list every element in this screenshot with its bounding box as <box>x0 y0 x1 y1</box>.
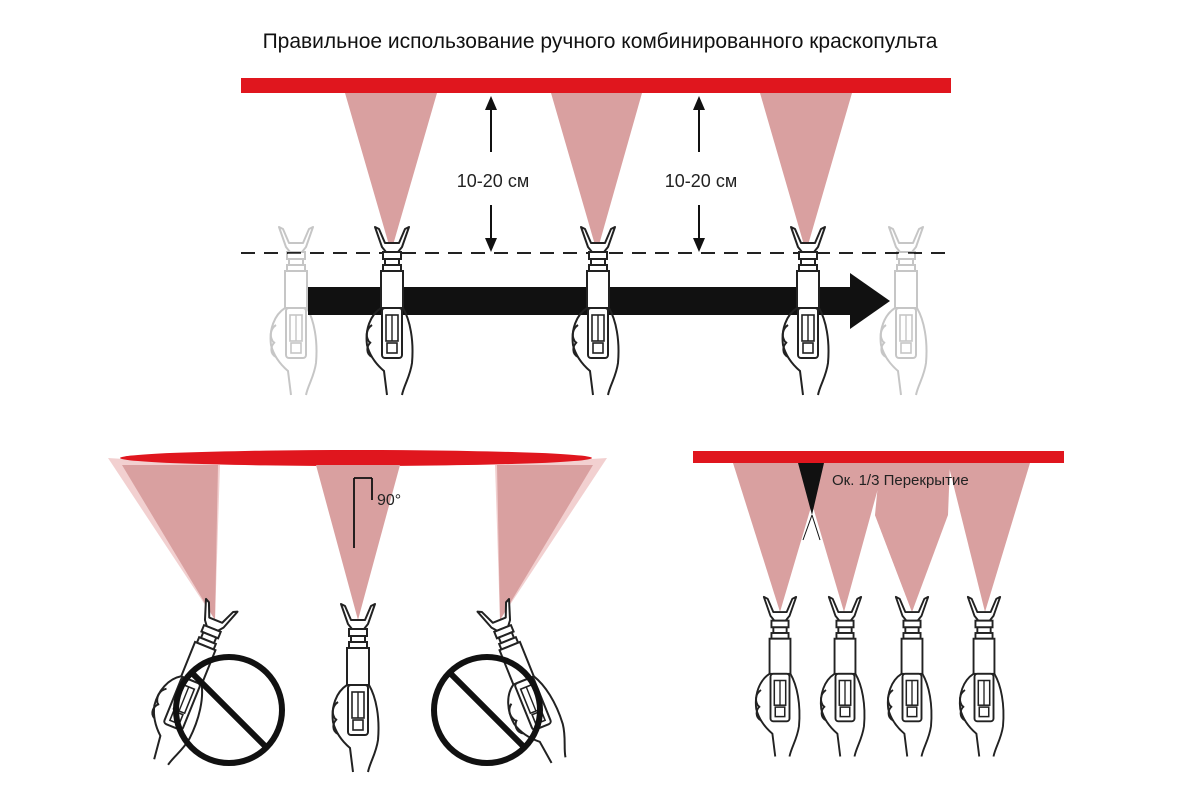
spray-fan-tilted-left <box>122 465 218 620</box>
spray-gun-overlap-2 <box>819 595 866 758</box>
spray-fan-3 <box>760 93 852 252</box>
painted-surface-top <box>241 78 951 93</box>
distance-arrow-1 <box>485 96 497 252</box>
overlap-zone <box>798 463 824 515</box>
page-title: Правильное использование ручного комбини… <box>262 30 938 53</box>
spray-fan-2 <box>551 93 642 252</box>
spray-gun-overlap-1 <box>754 595 801 758</box>
overlap-label: Ок. 1/3 Перекрытие <box>832 472 969 489</box>
spray-fan-overlap-1 <box>733 463 824 612</box>
spray-fan-1 <box>345 93 437 252</box>
prohibited-icon-left <box>173 654 285 766</box>
right-angle-mark <box>353 477 373 548</box>
spray-fan-overlap-2 <box>800 463 885 612</box>
distance-arrow-2 <box>693 96 705 252</box>
prohibited-icon-right <box>431 654 543 766</box>
spray-gun-overlap-3 <box>886 595 933 758</box>
distance-label-1: 10-20 см <box>457 171 529 191</box>
spray-fan-correct <box>316 465 400 620</box>
top-panel: 10-20 см 10-20 см <box>241 78 951 396</box>
spray-fan-tilted-right <box>497 465 593 620</box>
overlap-panel: Ок. 1/3 Перекрытие <box>693 451 1064 758</box>
painted-surface-bottom-left <box>120 450 592 466</box>
angle-label: 90° <box>377 492 401 509</box>
spray-gun-overlap-4 <box>958 595 1005 758</box>
painted-surface-bottom-right <box>693 451 1064 463</box>
spray-fan-overlap-4 <box>948 463 1030 612</box>
angle-panel: 90° <box>108 450 607 773</box>
spray-fan-overlap-3-top <box>875 463 950 612</box>
distance-label-2: 10-20 см <box>665 171 737 191</box>
spray-gun-correct-angle <box>331 603 380 773</box>
